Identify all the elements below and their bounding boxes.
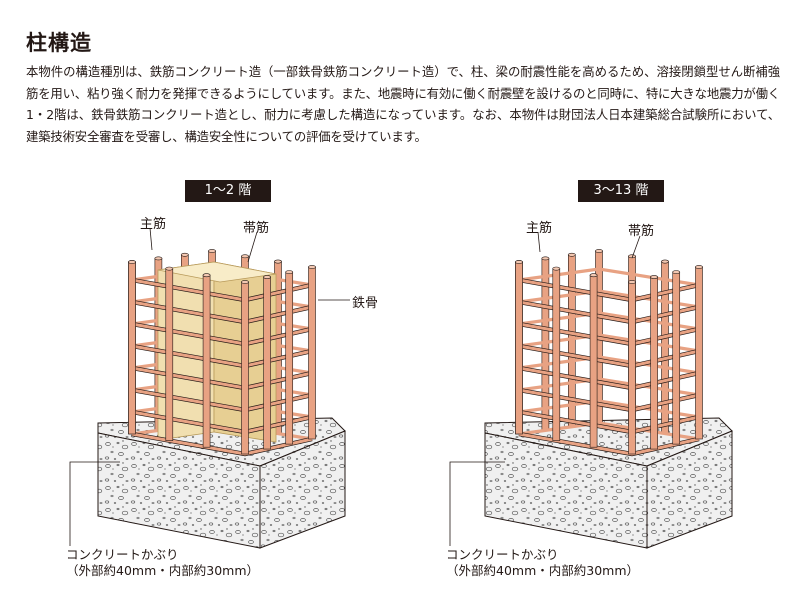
main-bar-top-front-2	[202, 273, 211, 278]
main-bar-top-front-0	[128, 260, 136, 264]
main-bar-top-front-4	[263, 275, 272, 279]
hoop-back-6	[518, 399, 700, 419]
main-bar-label-right: 主筋	[526, 221, 553, 236]
main-bar-front-4	[650, 276, 658, 450]
leader-main-bar-right	[537, 231, 541, 253]
main-bar-top-front-4	[650, 275, 659, 279]
main-bar-top-back-5	[661, 259, 669, 264]
leader-hoop-right	[631, 235, 641, 259]
floor-tag-right: 3〜13 階	[578, 180, 664, 202]
main-bar-top-front-0	[515, 260, 523, 264]
cover-caption-right-line2: （外部約40mm・内部約30mm）	[446, 563, 640, 578]
main-bar-top-back-1	[154, 256, 163, 261]
main-bar-top-front-1	[165, 266, 174, 271]
cover-caption-right: コンクリートかぶり （外部約40mm・内部約30mm）	[446, 547, 639, 579]
hoop-label-right: 帯筋	[628, 224, 655, 239]
main-bar-top-back-5	[274, 259, 282, 264]
leader-hoop-left	[247, 231, 258, 263]
hoop-back-3	[518, 333, 700, 353]
main-bar-top-front-6	[695, 265, 703, 269]
hoop-label-left: 帯筋	[243, 221, 270, 236]
main-bar-front-5	[285, 271, 294, 445]
steel-label-left: 鉄骨	[352, 296, 379, 311]
column-diagram-right	[449, 231, 733, 549]
page-title: 柱構造	[26, 31, 92, 55]
main-bar-top-back-1	[541, 256, 550, 261]
main-bar-top-front-6	[308, 265, 316, 269]
intro-text: 本物件の構造種別は、鉄筋コンクリート造（一部鉄骨鉄筋コンクリート造）で、柱、梁の…	[26, 64, 780, 144]
hoop-back-2	[518, 311, 700, 331]
column-diagram-left	[69, 227, 350, 549]
main-bar-top-back-4	[241, 254, 249, 259]
leader-main-bar-left	[149, 227, 153, 251]
main-bar-top-front-5	[672, 270, 681, 275]
main-bar-top-back-2	[567, 252, 576, 257]
main-bar-top-back-3	[595, 249, 603, 253]
main-bar-front-1	[552, 268, 561, 441]
main-bar-front-0	[128, 261, 136, 435]
main-bar-top-front-3	[628, 280, 636, 284]
main-bar-front-2	[202, 274, 211, 448]
hoop-back-1	[518, 289, 700, 309]
cover-caption-left-line1: コンクリートかぶり	[66, 547, 179, 562]
main-bar-top-front-2	[589, 273, 598, 278]
concrete-side	[646, 430, 733, 549]
hoop-back-7	[518, 421, 700, 441]
main-bar-top-front-3	[241, 280, 249, 284]
cover-caption-left-line2: （外部約40mm・内部約30mm）	[66, 563, 260, 578]
main-bar-top-back-2	[180, 252, 189, 257]
hoop-back-0	[518, 267, 700, 287]
main-bar-top-front-1	[552, 266, 561, 271]
leader-cover-left	[69, 461, 120, 546]
main-bar-top-back-3	[208, 249, 216, 253]
main-bar-front-0	[515, 261, 523, 435]
hoop-back-5	[518, 377, 700, 397]
main-bar-front-3	[628, 281, 636, 455]
concrete-side	[259, 430, 346, 549]
steel-core-top	[157, 261, 277, 283]
hoop-back-4	[518, 355, 700, 375]
leader-cover-right	[449, 461, 505, 546]
main-bar-front-6	[695, 266, 703, 440]
main-bar-front-3	[241, 281, 249, 455]
cover-caption-right-line1: コンクリートかぶり	[446, 547, 559, 562]
main-bar-top-front-5	[285, 270, 294, 275]
cover-caption-left: コンクリートかぶり （外部約40mm・内部約30mm）	[66, 547, 259, 579]
floor-tag-left: 1〜2 階	[185, 180, 271, 202]
main-bar-front-5	[672, 271, 681, 445]
main-bar-front-2	[589, 274, 598, 448]
main-bar-label-left: 主筋	[140, 217, 167, 232]
main-bar-front-1	[165, 268, 174, 441]
main-bar-front-6	[308, 266, 316, 440]
main-bar-front-4	[263, 276, 271, 450]
